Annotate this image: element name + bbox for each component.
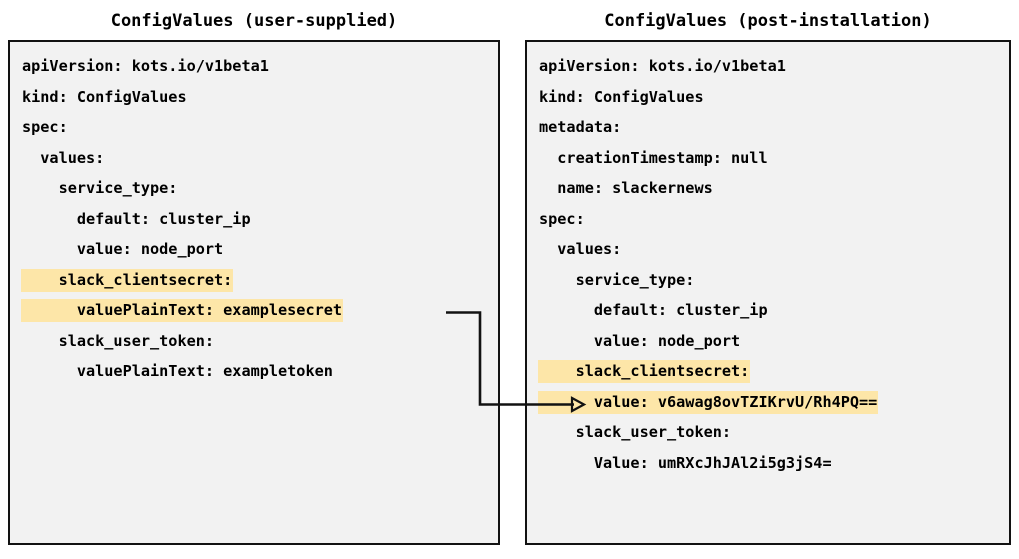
yaml-line-text: valuePlainText: exampletoken: [22, 362, 333, 380]
yaml-line: slack_user_token:: [21, 326, 498, 357]
yaml-line: valuePlainText: exampletoken: [21, 356, 498, 387]
yaml-line-text: value: v6awag8ovTZIKrvU/Rh4PQ==: [538, 390, 879, 414]
yaml-line-text: apiVersion: kots.io/v1beta1: [539, 57, 786, 75]
yaml-line-text: Value: umRXcJhJAl2i5g3jS4=: [539, 453, 832, 472]
yaml-line: spec:: [21, 112, 498, 143]
yaml-line: service_type:: [21, 173, 498, 204]
yaml-line: values:: [538, 234, 1009, 265]
yaml-line: creationTimestamp: null: [538, 143, 1009, 174]
yaml-line-text: slack_clientsecret:: [538, 360, 751, 383]
yaml-body-user-supplied: apiVersion: kots.io/v1beta1 kind: ConfigV…: [21, 51, 498, 387]
yaml-line-text: apiVersion: kots.io/v1beta1: [22, 57, 269, 75]
yaml-line-text: kind: ConfigValues: [22, 87, 187, 106]
panel-title-post-installation: ConfigValues (post-installation): [604, 11, 932, 31]
yaml-line: service_type:: [538, 265, 1009, 296]
yaml-line: value: node_port: [21, 234, 498, 265]
yaml-line: values:: [21, 143, 498, 174]
yaml-line-text: default: cluster_ip: [539, 301, 768, 319]
yaml-line-text: valuePlainText: examplesecret: [21, 299, 344, 322]
yaml-panel-post-installation: apiVersion: kots.io/v1beta1 kind: ConfigV…: [525, 40, 1011, 545]
yaml-line-text: creationTimestamp: null: [539, 148, 768, 167]
yaml-line: Value: umRXcJhJAl2i5g3jS4=: [538, 448, 1009, 479]
yaml-line: slack_clientsecret:: [21, 265, 498, 296]
yaml-line-text: metadata:: [539, 118, 622, 136]
yaml-line-text: value: node_port: [22, 240, 224, 258]
yaml-line-text: kind: ConfigValues: [539, 87, 704, 106]
panel-title-user-supplied: ConfigValues (user-supplied): [110, 11, 398, 31]
yaml-line: default: cluster_ip: [21, 204, 498, 235]
yaml-line: slack_user_token:: [538, 417, 1009, 448]
yaml-line: kind: ConfigValues: [538, 82, 1009, 113]
yaml-line-text: service_type:: [539, 270, 695, 289]
yaml-line-text: value: node_port: [539, 331, 741, 350]
yaml-line: apiVersion: kots.io/v1beta1: [538, 51, 1009, 82]
yaml-line: value: node_port: [538, 326, 1009, 357]
yaml-line: default: cluster_ip: [538, 295, 1009, 326]
yaml-line: metadata:: [538, 112, 1009, 143]
yaml-line-text: name: slackernews: [539, 179, 713, 197]
yaml-line-text: values:: [22, 148, 105, 167]
yaml-panel-user-supplied: apiVersion: kots.io/v1beta1 kind: ConfigV…: [8, 40, 500, 545]
yaml-body-post-installation: apiVersion: kots.io/v1beta1 kind: ConfigV…: [538, 51, 1009, 478]
yaml-line: valuePlainText: examplesecret: [21, 295, 498, 326]
yaml-line: apiVersion: kots.io/v1beta1: [21, 51, 498, 82]
yaml-line: kind: ConfigValues: [21, 82, 498, 113]
yaml-line: slack_clientsecret:: [538, 356, 1009, 387]
yaml-line: value: v6awag8ovTZIKrvU/Rh4PQ==: [538, 387, 1009, 418]
yaml-line-text: service_type:: [22, 179, 178, 197]
yaml-line-text: slack_clientsecret:: [21, 268, 234, 292]
yaml-line-text: slack_user_token:: [22, 331, 215, 350]
yaml-line: spec:: [538, 204, 1009, 235]
yaml-line-text: values:: [539, 240, 622, 258]
yaml-line-text: spec:: [22, 118, 68, 136]
yaml-line-text: slack_user_token:: [539, 423, 732, 441]
yaml-line-text: default: cluster_ip: [22, 209, 251, 228]
yaml-line-text: spec:: [539, 209, 585, 228]
yaml-line: name: slackernews: [538, 173, 1009, 204]
